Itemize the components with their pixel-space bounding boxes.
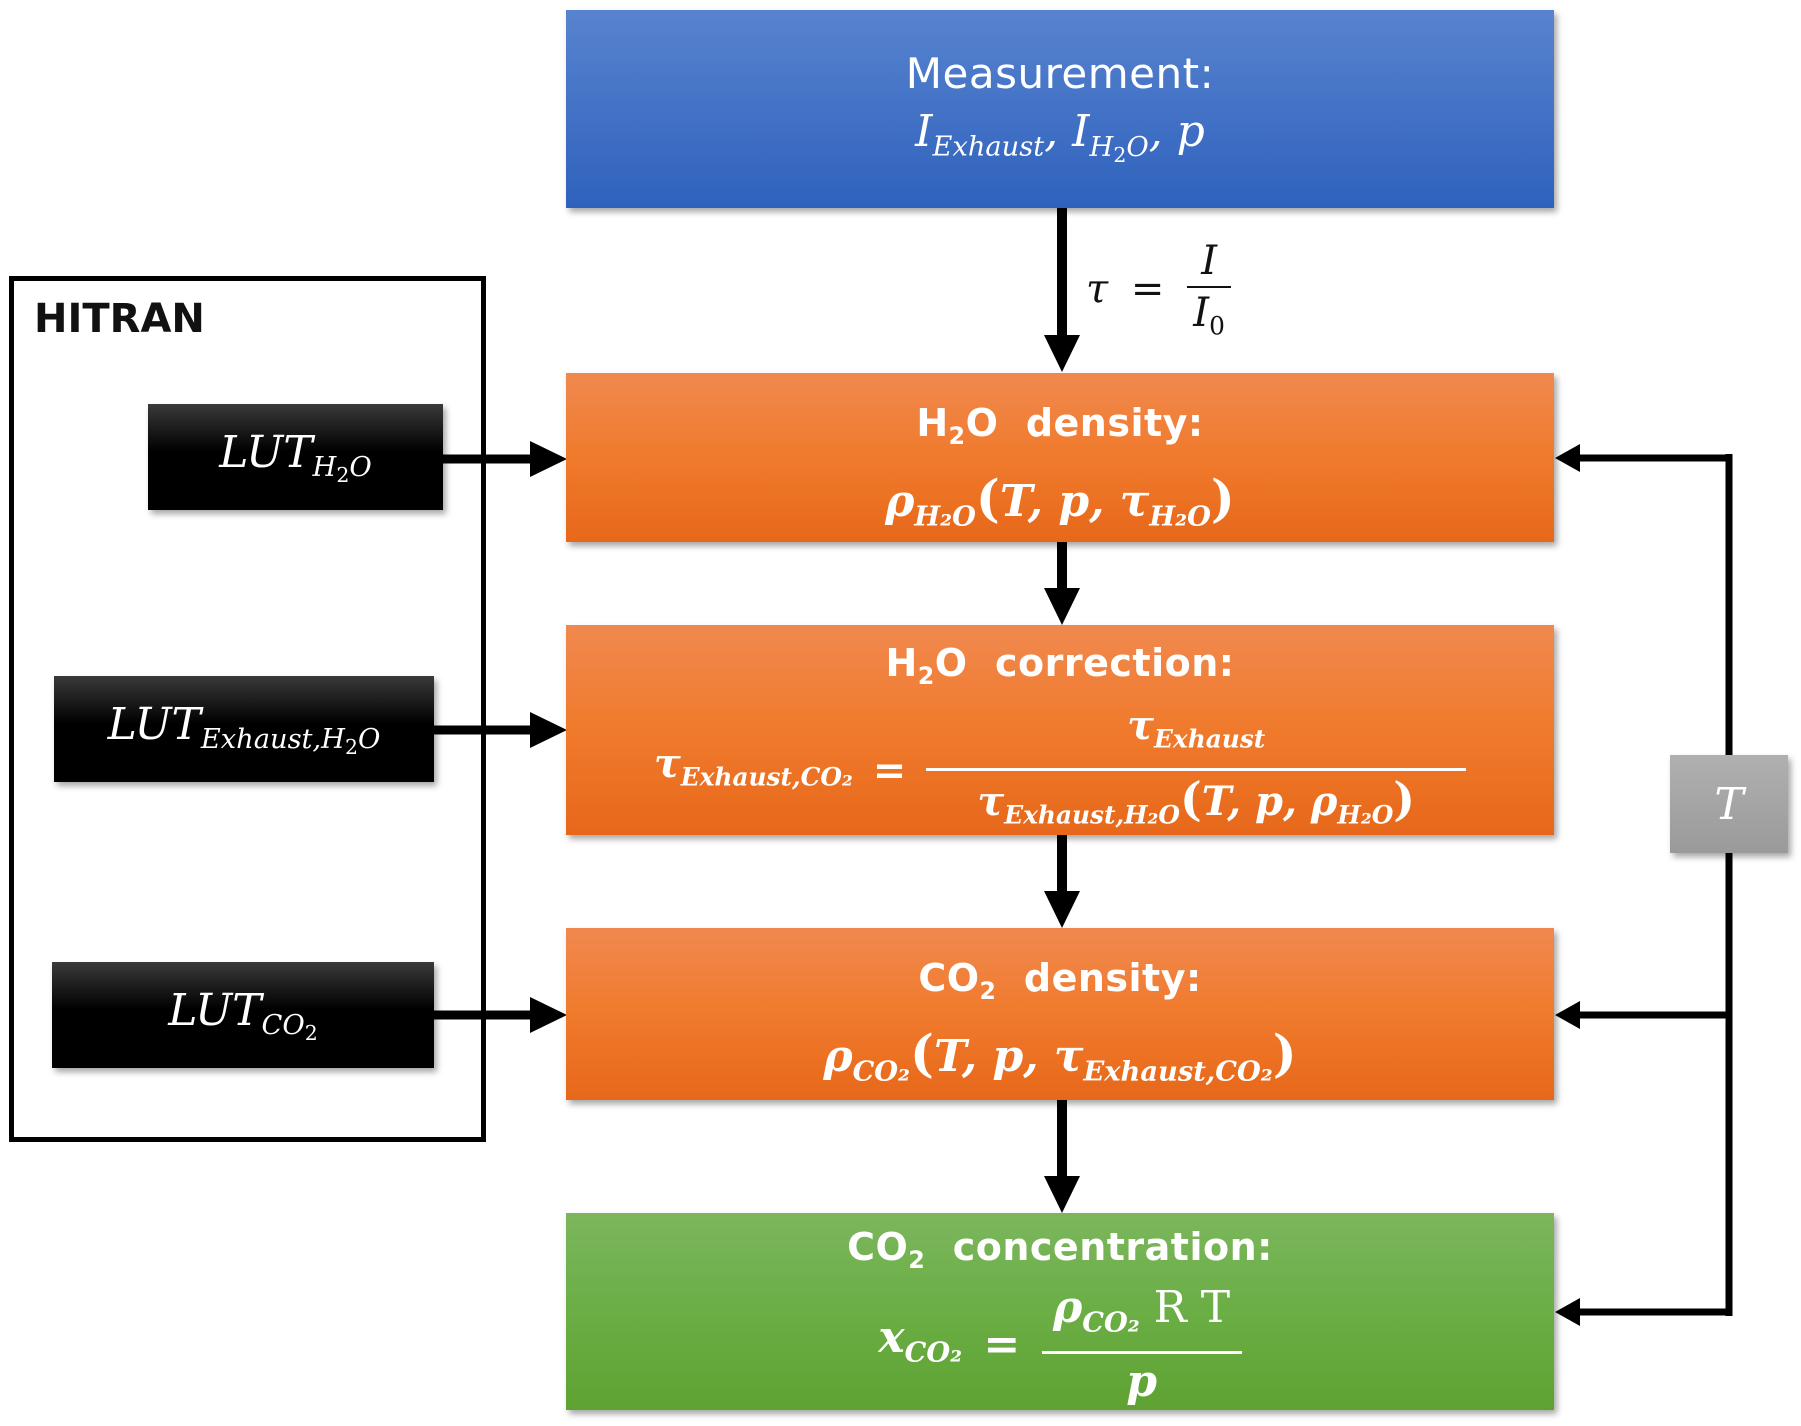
h2o-correction-title: H2O correction: — [885, 641, 1235, 691]
arrow-temperature-to-h2o-density — [1555, 444, 1732, 472]
temperature-box: T — [1670, 755, 1788, 853]
hitran-group — [9, 276, 486, 1142]
arrow-measurement-to-h2o-density — [1044, 208, 1080, 372]
co2-density-box: CO2 density: ρCO₂(T, p, τExhaust,CO₂) — [566, 928, 1554, 1100]
lut-co2-label: LUTCO2 — [168, 984, 318, 1046]
arrow-h2o-density-to-correction — [1044, 542, 1080, 625]
co2-concentration-title: CO2 concentration: — [847, 1225, 1273, 1275]
arrow-temperature-to-co2-density — [1555, 1001, 1729, 1029]
co2-density-title: CO2 density: — [918, 956, 1202, 1006]
co2-density-formula: ρCO₂(T, p, τExhaust,CO₂) — [823, 1023, 1297, 1088]
arrow-temperature-to-concentration — [1555, 1298, 1732, 1326]
co2-concentration-formula: xCO₂ = ρCO₂ R T p — [566, 1282, 1554, 1408]
h2o-density-title: H2O density: — [916, 401, 1204, 451]
h2o-correction-box: H2O correction: τExhaust,CO₂ = τExhaust … — [566, 625, 1554, 835]
h2o-correction-formula: τExhaust,CO₂ = τExhaust τExhaust,H₂O(T, … — [566, 700, 1554, 841]
measurement-title: Measurement: — [905, 49, 1215, 98]
transmission-formula: τ = I I0 — [1086, 238, 1232, 341]
lut-exhaust-h2o-label: LUTExhaust,H2O — [107, 698, 381, 760]
h2o-density-box: H2O density: ρH₂O(T, p, τH₂O) — [566, 373, 1554, 542]
measurement-box: Measurement: IExhaust, IH2O, p — [566, 10, 1554, 208]
lut-h2o-box: LUTH2O — [148, 404, 443, 510]
measurement-variables: IExhaust, IH2O, p — [915, 106, 1205, 167]
lut-co2-box: LUTCO2 — [52, 962, 434, 1068]
temperature-label: T — [1714, 778, 1744, 830]
arrow-lut-h2o-to-h2o-density — [443, 441, 567, 477]
lut-exhaust-h2o-box: LUTExhaust,H2O — [54, 676, 434, 782]
h2o-density-formula: ρH₂O(T, p, τH₂O) — [885, 468, 1235, 533]
lut-h2o-label: LUTH2O — [219, 426, 372, 488]
co2-concentration-box: CO2 concentration: xCO₂ = ρCO₂ R T p — [566, 1213, 1554, 1410]
arrow-correction-to-co2-density — [1044, 835, 1080, 928]
arrow-co2-density-to-concentration — [1044, 1100, 1080, 1213]
hitran-label: HITRAN — [34, 296, 205, 342]
